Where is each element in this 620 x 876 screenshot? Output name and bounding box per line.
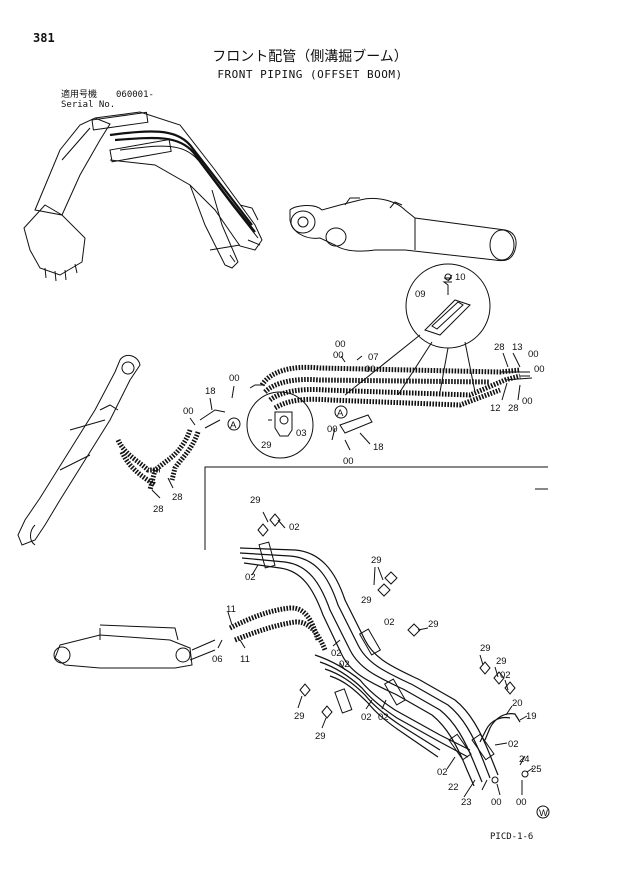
serial-label-english: Serial No.	[61, 100, 116, 110]
callout: 00	[229, 373, 240, 384]
excavator-overview-illustration	[23, 111, 263, 282]
callout: 29	[294, 711, 305, 722]
callout: 22	[448, 782, 459, 793]
bucket-hose	[228, 605, 321, 641]
leader-lines	[151, 274, 534, 798]
serial-label-japanese: 適用号機	[61, 90, 98, 100]
section-frame	[204, 466, 548, 550]
callout: A	[230, 420, 237, 431]
callout: 18	[373, 442, 384, 453]
callout: 07	[368, 352, 379, 363]
steel-pipe-bundle	[239, 541, 521, 787]
callout: 00	[528, 349, 539, 360]
callout: 06	[212, 654, 223, 665]
callout: 29	[480, 643, 491, 654]
callout: 09	[415, 289, 426, 300]
callout: 28	[494, 342, 505, 353]
hose-clamp-a	[331, 414, 373, 441]
callout: W	[539, 808, 548, 819]
clamp-detail-circle	[344, 263, 491, 396]
detail-a-circle	[246, 391, 314, 459]
callout: 03	[296, 428, 307, 439]
bucket-hose-2	[234, 619, 328, 651]
callout: 02	[384, 617, 395, 628]
title-japanese: フロント配管（側溝掘ブーム）	[212, 49, 408, 65]
callout: 28	[153, 504, 164, 515]
callout: 02	[331, 648, 342, 659]
serial-value: 060001-	[116, 90, 154, 100]
callout: 02	[245, 572, 256, 583]
callout: 29	[361, 595, 372, 606]
page-number: 381	[33, 31, 55, 45]
bucket-cylinder-illustration	[53, 624, 216, 669]
callout-labels: 10 09 00 00 07 00 28 13 00 00 12 28 00 1…	[153, 272, 548, 819]
callout: 02	[500, 670, 511, 681]
callout: 23	[461, 797, 472, 808]
callout: 28	[508, 403, 519, 414]
boom-hose-bundle	[249, 364, 533, 411]
callout: 00	[183, 406, 194, 417]
callout: 02	[361, 712, 372, 723]
arm-cylinder-illustration	[17, 354, 141, 546]
callout: 00	[491, 797, 502, 808]
boom-cylinder-illustration	[289, 197, 517, 262]
callout: 00	[365, 364, 376, 375]
callout: 18	[205, 386, 216, 397]
callout: 29	[315, 731, 326, 742]
callout: 28	[172, 492, 183, 503]
callout: 02	[508, 739, 519, 750]
callout: 24	[519, 754, 530, 765]
arm-hoses	[115, 409, 226, 491]
callout: 20	[512, 698, 523, 709]
callout: 00	[333, 350, 344, 361]
callout: 11	[240, 654, 250, 665]
callout: 00	[534, 364, 545, 375]
w-mark-circle	[536, 805, 550, 819]
document-code: PICD-1-6	[490, 832, 534, 842]
callout: 02	[289, 522, 300, 533]
callout: 00	[335, 339, 346, 350]
callout: A	[337, 408, 344, 419]
callout: 00	[343, 456, 354, 467]
callout: 00	[516, 797, 527, 808]
callout: 00	[327, 424, 338, 435]
callout: 19	[526, 711, 537, 722]
callout: 29	[250, 495, 261, 506]
callout: 25	[531, 764, 542, 775]
callout: 02	[339, 659, 350, 670]
callout: 29	[496, 656, 507, 667]
a-marker-circle-2	[334, 405, 348, 419]
callout: 12	[490, 403, 501, 414]
callout: 02	[378, 712, 389, 723]
callout: 10	[455, 272, 466, 283]
callout: 29	[428, 619, 439, 630]
callout: 11	[226, 604, 236, 615]
callout: 29	[371, 555, 382, 566]
callout: 02	[437, 767, 448, 778]
title-english: FRONT PIPING (OFFSET BOOM)	[217, 68, 403, 81]
callout: 00	[522, 396, 533, 407]
callout: 13	[512, 342, 523, 353]
callout: 29	[261, 440, 272, 451]
a-marker-circle-1	[227, 417, 241, 431]
